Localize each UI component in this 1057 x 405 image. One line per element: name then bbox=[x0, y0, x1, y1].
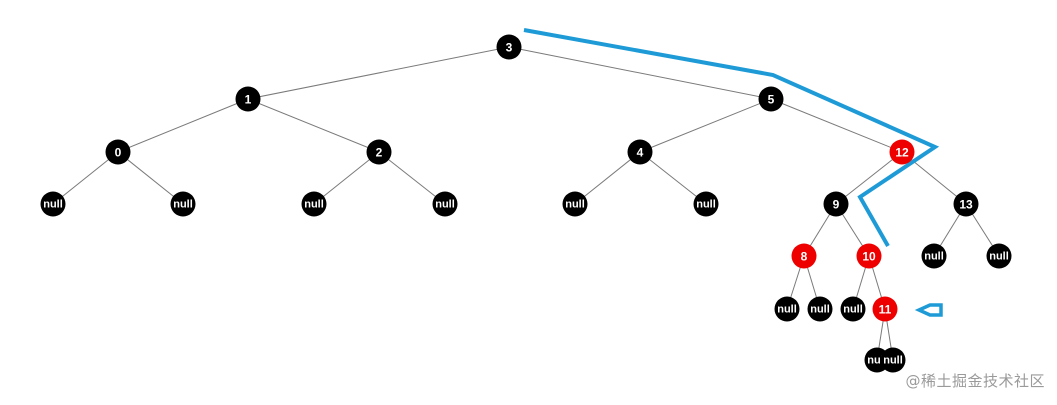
node-label: null bbox=[565, 199, 585, 211]
null-node-null11b: null bbox=[880, 347, 906, 373]
left-arrow-icon bbox=[914, 303, 943, 317]
node-label: 8 bbox=[801, 250, 808, 264]
edge-n1-n0 bbox=[117, 98, 249, 153]
node-label: 2 bbox=[376, 146, 383, 160]
node-circle bbox=[921, 243, 947, 269]
edge-n0-null0a bbox=[52, 151, 119, 205]
null-node-null10a: null bbox=[840, 296, 866, 322]
annotation-layer bbox=[523, 28, 943, 317]
tree-node-n10: 10 bbox=[856, 243, 882, 269]
null-node-null2a: null bbox=[301, 191, 327, 217]
node-circle bbox=[791, 243, 817, 269]
tree-node-n11: 11 bbox=[872, 296, 898, 322]
null-node-null0b: null bbox=[170, 191, 196, 217]
edge-n12-n9 bbox=[835, 151, 903, 205]
node-label: 12 bbox=[895, 146, 909, 160]
null-node-null4a: null bbox=[562, 191, 588, 217]
node-circle bbox=[774, 296, 800, 322]
node-circle bbox=[758, 86, 784, 112]
null-node-null2b: null bbox=[432, 191, 458, 217]
node-label: null bbox=[435, 199, 455, 211]
node-label: null bbox=[304, 199, 324, 211]
node-circle bbox=[856, 243, 882, 269]
node-circle bbox=[40, 191, 66, 217]
node-label: 11 bbox=[879, 303, 892, 317]
edge-n0-null0b bbox=[117, 151, 184, 205]
edge-n3-n1 bbox=[247, 46, 510, 100]
null-node-null0a: null bbox=[40, 191, 66, 217]
node-label: 1 bbox=[245, 93, 252, 107]
null-node-null4b: null bbox=[693, 191, 719, 217]
node-circle bbox=[880, 347, 906, 373]
node-label: 4 bbox=[637, 146, 644, 160]
node-circle bbox=[872, 296, 898, 322]
node-circle bbox=[840, 296, 866, 322]
nodes-layer: 3 1 5 0 2 4 12 9 13 8 10 11 null null null null null null… bbox=[40, 34, 1012, 373]
node-label: 3 bbox=[506, 41, 513, 55]
traversal-path-line bbox=[523, 28, 940, 247]
node-label: null bbox=[696, 199, 716, 211]
node-circle bbox=[432, 191, 458, 217]
node-label: null bbox=[777, 304, 797, 316]
edge-n2-null2a bbox=[313, 151, 380, 205]
edge-n5-n12 bbox=[770, 98, 903, 153]
node-label: null bbox=[883, 355, 903, 367]
node-label: 9 bbox=[833, 198, 840, 212]
node-label: null bbox=[924, 251, 944, 263]
node-circle bbox=[889, 139, 915, 165]
tree-node-n1: 1 bbox=[235, 86, 261, 112]
tree-node-n12: 12 bbox=[889, 139, 915, 165]
tree-node-n5: 5 bbox=[758, 86, 784, 112]
node-circle bbox=[627, 139, 653, 165]
tree-node-n4: 4 bbox=[627, 139, 653, 165]
node-circle bbox=[105, 139, 131, 165]
node-label: null bbox=[43, 199, 63, 211]
watermark-text: @稀土掘金技术社区 bbox=[905, 372, 1045, 390]
node-label: null bbox=[173, 199, 193, 211]
node-circle bbox=[235, 86, 261, 112]
node-label: 5 bbox=[768, 93, 775, 107]
node-circle bbox=[496, 34, 522, 60]
edge-n4-null4a bbox=[574, 151, 641, 205]
null-node-null13b: null bbox=[986, 243, 1012, 269]
node-circle bbox=[693, 191, 719, 217]
tree-node-n0: 0 bbox=[105, 139, 131, 165]
tree-node-n13: 13 bbox=[953, 191, 979, 217]
tree-node-n9: 9 bbox=[823, 191, 849, 217]
null-node-null13a: null bbox=[921, 243, 947, 269]
node-circle bbox=[807, 296, 833, 322]
edge-n5-n4 bbox=[639, 98, 772, 153]
node-label: 10 bbox=[862, 250, 876, 264]
tree-node-n3: 3 bbox=[496, 34, 522, 60]
node-circle bbox=[170, 191, 196, 217]
node-circle bbox=[301, 191, 327, 217]
node-circle bbox=[986, 243, 1012, 269]
node-circle bbox=[953, 191, 979, 217]
node-label: 13 bbox=[959, 198, 973, 212]
edge-n4-null4b bbox=[639, 151, 707, 205]
null-node-null8b: null bbox=[807, 296, 833, 322]
tree-node-n8: 8 bbox=[791, 243, 817, 269]
node-label: null bbox=[810, 304, 830, 316]
node-circle bbox=[562, 191, 588, 217]
edge-n1-n2 bbox=[247, 98, 380, 153]
tree-node-n2: 2 bbox=[366, 139, 392, 165]
edge-n2-null2b bbox=[378, 151, 446, 205]
node-label: null bbox=[989, 251, 1009, 263]
null-node-null8a: null bbox=[774, 296, 800, 322]
node-label: null bbox=[843, 304, 863, 316]
edge-n3-n5 bbox=[508, 46, 772, 100]
node-circle bbox=[366, 139, 392, 165]
node-label: 0 bbox=[115, 146, 122, 160]
node-circle bbox=[823, 191, 849, 217]
